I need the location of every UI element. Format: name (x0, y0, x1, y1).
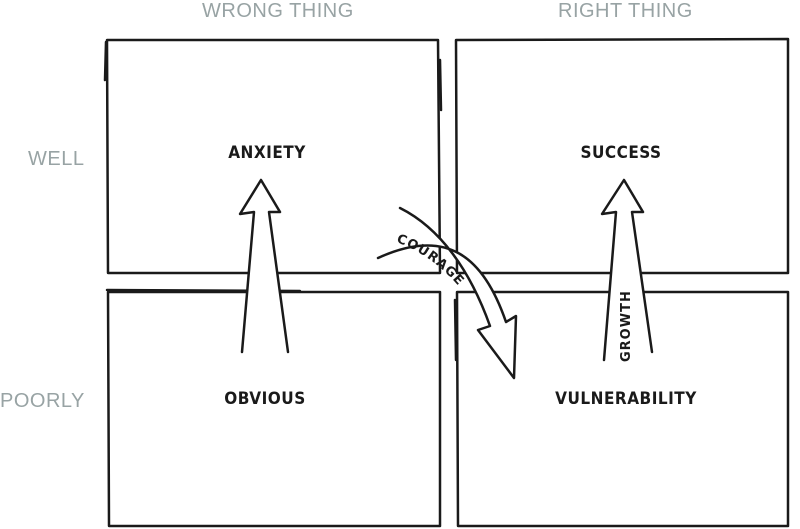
quadrant-box-bottom-right (455, 290, 790, 528)
arrow-label-growth: GROWTH (619, 290, 634, 362)
column-label-right-thing: RIGHT THING (558, 0, 693, 22)
arrow-obvious-to-anxiety (238, 178, 290, 354)
quadrant-box-bottom-left (106, 290, 442, 528)
arrow-growth (600, 178, 654, 362)
column-label-wrong-thing: WRONG THING (202, 0, 354, 22)
quadrant-label-success: SUCCESS (580, 143, 662, 163)
row-label-well: WELL (28, 148, 85, 170)
quadrant-box-top-left (105, 38, 442, 275)
quadrant-box-top-right (454, 37, 790, 275)
row-label-poorly: POORLY (0, 390, 85, 412)
quadrant-label-anxiety: ANXIETY (228, 143, 306, 163)
arrow-courage (376, 206, 518, 380)
quadrant-label-obvious: OBVIOUS (224, 389, 306, 409)
quadrant-label-vulnerability: VULNERABILITY (555, 389, 697, 409)
